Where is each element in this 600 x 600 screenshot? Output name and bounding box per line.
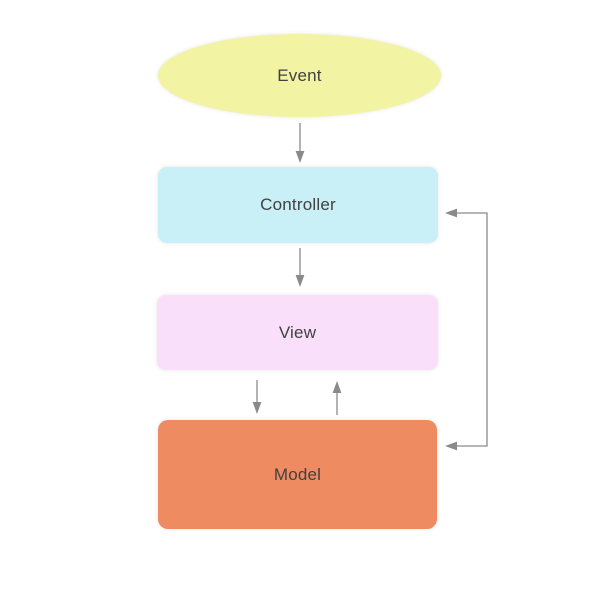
arrowhead-into-controller-right bbox=[445, 208, 457, 218]
arrowhead-into-view-top bbox=[295, 275, 305, 287]
node-model-label: Model bbox=[273, 464, 322, 484]
node-controller-label: Controller bbox=[260, 195, 336, 214]
arrowhead-into-view-bottom bbox=[332, 381, 342, 393]
node-model[interactable]: Model bbox=[158, 420, 437, 529]
node-view[interactable]: View bbox=[157, 295, 438, 370]
node-event[interactable]: Event bbox=[158, 34, 441, 117]
node-view-label: View bbox=[278, 322, 317, 342]
edge-right-rail-line bbox=[457, 212, 488, 447]
arrowhead-into-controller-top bbox=[295, 151, 305, 163]
arrowhead-into-model-right bbox=[445, 441, 457, 451]
node-controller[interactable]: Controller bbox=[158, 167, 438, 243]
node-event-label: Event bbox=[277, 65, 322, 85]
arrowhead-into-model-top bbox=[252, 402, 262, 414]
